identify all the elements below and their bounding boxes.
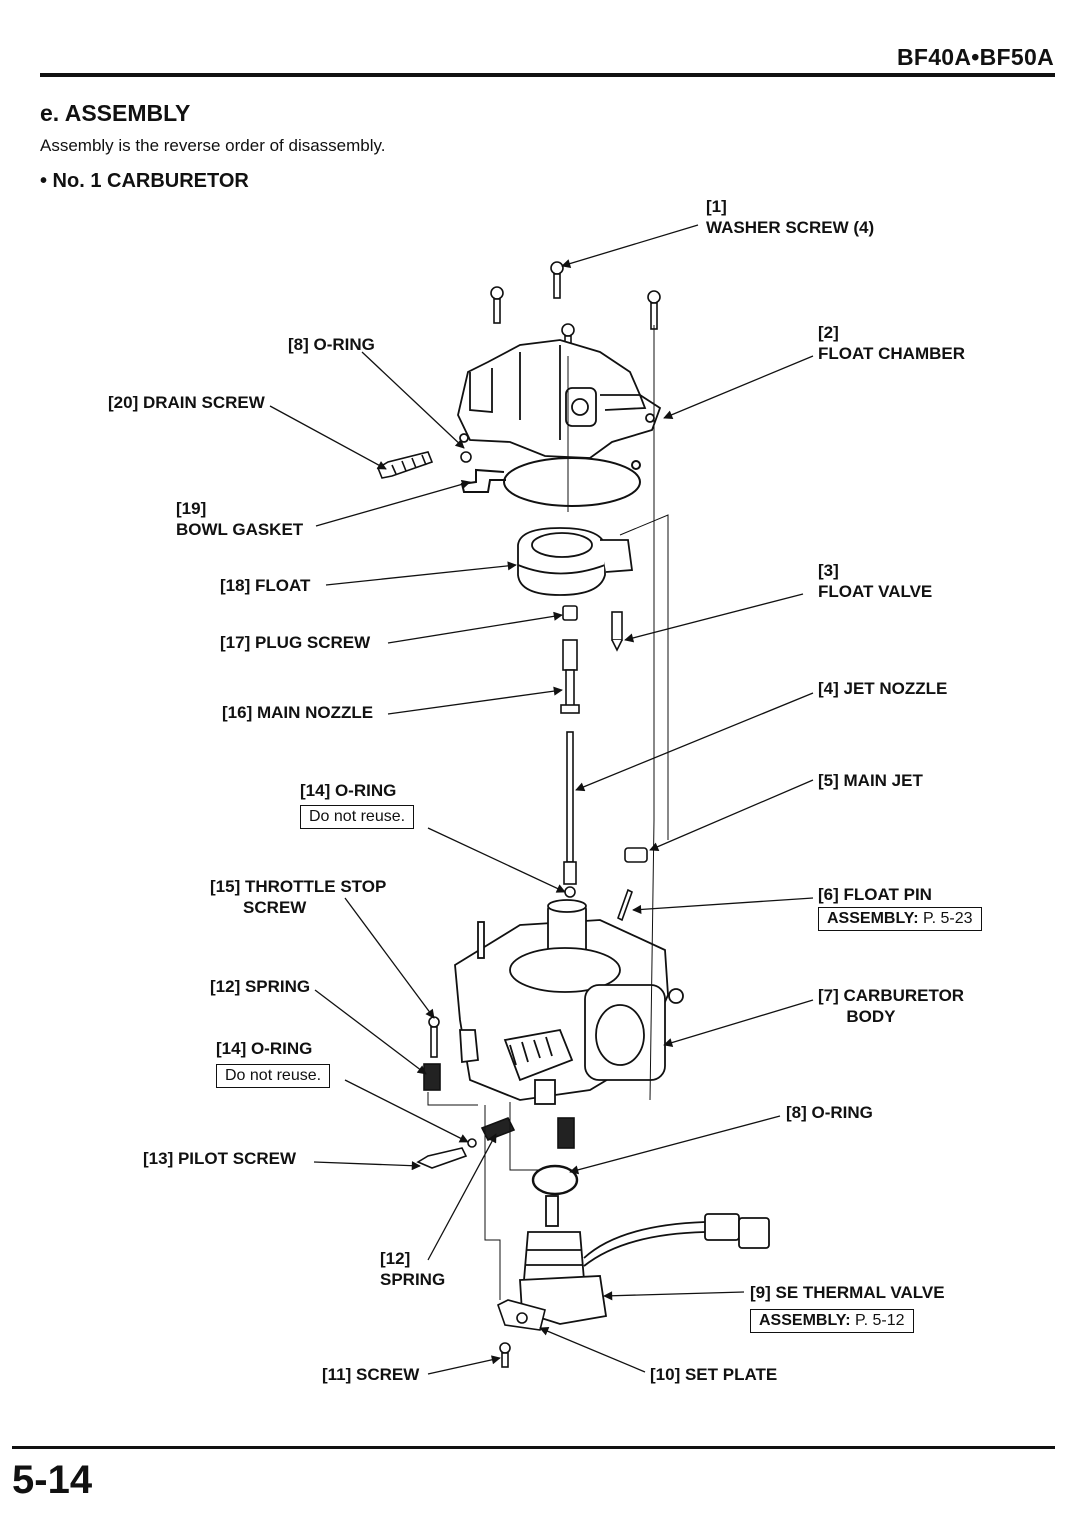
leader-lines <box>269 224 814 1375</box>
drain-screw-and-oring <box>377 451 472 479</box>
label-se-thermal-valve: [9] SE THERMAL VALVE <box>750 1283 945 1302</box>
label-o-ring-upper: [8] O-RING <box>288 335 375 354</box>
label-float-chamber: [2] FLOAT CHAMBER <box>818 323 965 363</box>
label-o-ring-lower: [8] O-RING <box>786 1103 873 1122</box>
section-title: e. ASSEMBLY <box>40 100 191 126</box>
ref-page: P. 5-12 <box>855 1312 905 1329</box>
float-valve <box>611 611 623 652</box>
label-main-nozzle: [16] MAIN NOZZLE <box>222 703 374 722</box>
main-jet-and-float-pin <box>617 847 648 922</box>
label-plug-screw: [17] PLUG SCREW <box>220 633 371 652</box>
label-float-pin: [6] FLOAT PIN <box>818 885 932 904</box>
label-throttle-stop-screw: [15] THROTTLE STOP SCREW <box>210 877 387 917</box>
page-number: 5-14 <box>12 1458 93 1502</box>
note-do-not-reuse-lower: Do not reuse. <box>216 1064 331 1088</box>
set-plate-and-screw <box>497 1299 546 1368</box>
subheading: • No. 1 CARBURETOR <box>40 170 249 192</box>
float-chamber <box>457 339 662 459</box>
label-carburetor-body: [7] CARBURETOR BODY <box>818 986 965 1026</box>
label-float-valve: [3] FLOAT VALVE <box>818 561 933 601</box>
label-set-plate: [10] SET PLATE <box>650 1365 778 1384</box>
label-o-ring-pilot: [14] O-RING <box>216 1039 313 1058</box>
label-bowl-gasket: [19] BOWL GASKET <box>176 499 304 539</box>
ref-page: P. 5-23 <box>923 910 973 927</box>
label-pilot-screw: [13] PILOT SCREW <box>143 1149 297 1168</box>
label-spring-upper: [12] SPRING <box>210 977 311 996</box>
nozzle-stack <box>560 605 580 898</box>
lower-o-ring <box>531 1164 579 1196</box>
ref-float-pin-assembly: ASSEMBLY: P. 5-23 <box>818 907 982 931</box>
float <box>517 527 634 596</box>
ref-thermal-valve-assembly: ASSEMBLY: P. 5-12 <box>750 1309 914 1333</box>
alignment-lines <box>427 325 669 1300</box>
ref-key: ASSEMBLY: <box>827 910 919 927</box>
note-do-not-reuse-upper: Do not reuse. <box>300 805 415 829</box>
label-main-jet: [5] MAIN JET <box>818 771 923 790</box>
label-spring-lower: [12] SPRING <box>380 1249 446 1289</box>
label-float: [18] FLOAT <box>220 576 311 595</box>
footer-rule <box>12 1446 1055 1449</box>
label-drain-screw: [20] DRAIN SCREW <box>108 393 265 412</box>
bowl-gasket <box>460 457 641 507</box>
carburetor-body <box>454 899 684 1105</box>
label-jet-nozzle: [4] JET NOZZLE <box>818 679 948 698</box>
label-washer-screw: [1] WASHER SCREW (4) <box>706 197 875 237</box>
se-thermal-valve <box>519 1195 770 1325</box>
intro-text: Assembly is the reverse order of disasse… <box>40 136 386 155</box>
label-screw: [11] SCREW <box>322 1365 420 1384</box>
label-o-ring-jet: [14] O-RING <box>300 781 397 800</box>
ref-key: ASSEMBLY: <box>759 1312 851 1329</box>
model-header: BF40A•BF50A <box>896 44 1054 70</box>
header-rule <box>40 73 1055 77</box>
screws-and-springs <box>416 1016 575 1169</box>
